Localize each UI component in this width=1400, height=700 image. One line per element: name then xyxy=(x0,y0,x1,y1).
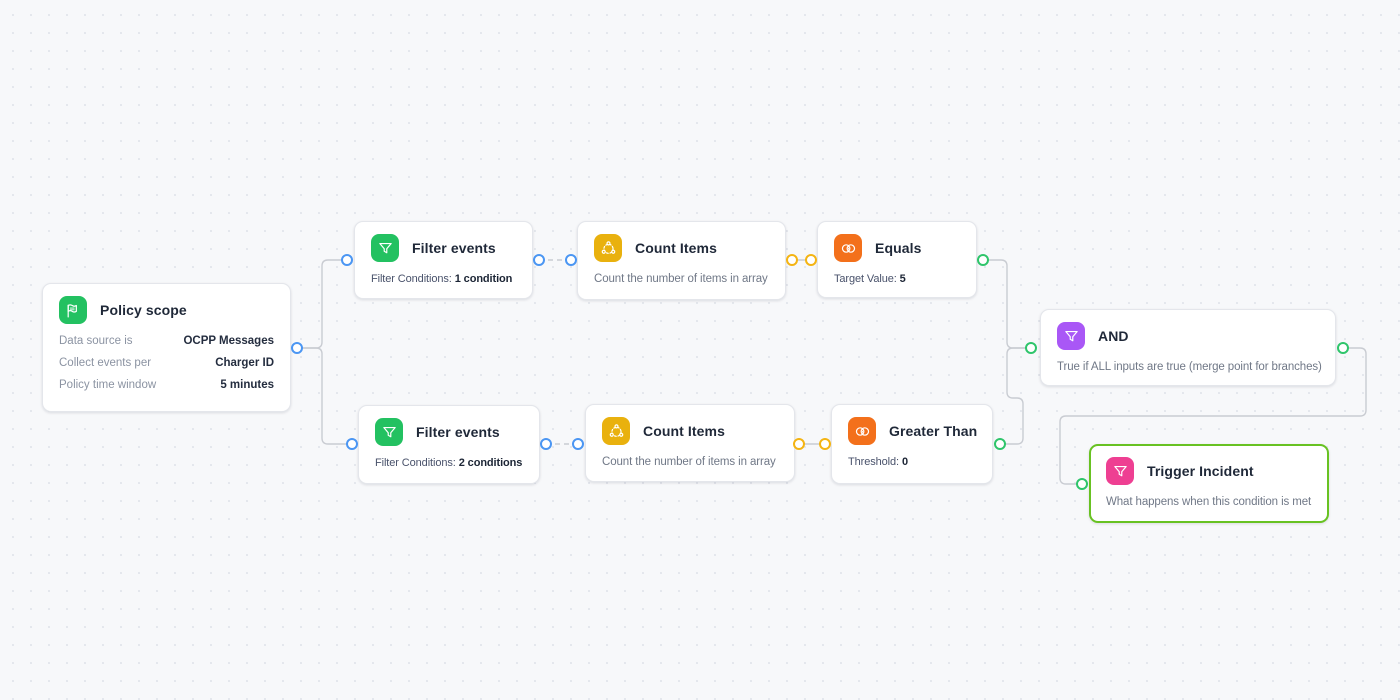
and-target-handle[interactable] xyxy=(1025,342,1037,354)
policy-scope-source-handle[interactable] xyxy=(291,342,303,354)
node-header: Count Items xyxy=(594,234,769,262)
count-items-bottom-target-handle[interactable] xyxy=(572,438,584,450)
description-text: True if ALL inputs are true (merge point… xyxy=(1057,361,1322,373)
description-text: Count the number of items in array xyxy=(602,456,776,468)
config-label: Policy time window xyxy=(59,379,157,391)
venn-icon xyxy=(834,234,862,262)
config-value: 5 minutes xyxy=(220,379,274,391)
node-header: Filter events xyxy=(375,418,523,446)
node-and[interactable]: AND True if ALL inputs are true (merge po… xyxy=(1040,309,1336,386)
node-description: Filter Conditions: 2 conditions xyxy=(375,457,523,469)
count-icon xyxy=(594,234,622,262)
config-value: Charger ID xyxy=(215,357,274,369)
description-value: 5 xyxy=(899,273,906,285)
config-label: Data source is xyxy=(59,335,133,347)
trigger-incident-target-handle[interactable] xyxy=(1076,478,1088,490)
equals-source-handle[interactable] xyxy=(977,254,989,266)
filter-events-bottom-target-handle[interactable] xyxy=(346,438,358,450)
config-row: Collect events per Charger ID xyxy=(59,357,274,370)
node-description: Threshold: 0 xyxy=(848,456,976,468)
node-title: Greater Than xyxy=(889,423,978,439)
node-description: What happens when this condition is met xyxy=(1106,496,1312,508)
filter-events-bottom-source-handle[interactable] xyxy=(540,438,552,450)
count-items-top-source-handle[interactable] xyxy=(786,254,798,266)
config-row: Data source is OCPP Messages xyxy=(59,335,274,348)
description-text: Count the number of items in array xyxy=(594,273,768,285)
node-description: True if ALL inputs are true (merge point… xyxy=(1057,361,1322,373)
filter-events-top-target-handle[interactable] xyxy=(341,254,353,266)
node-header: Count Items xyxy=(602,417,778,445)
venn-icon xyxy=(848,417,876,445)
description-text: Filter Conditions: xyxy=(371,273,455,285)
description-text: Threshold: xyxy=(848,456,902,468)
node-title: AND xyxy=(1098,328,1129,344)
node-header: Greater Than xyxy=(848,417,978,445)
node-description: Filter Conditions: 1 condition xyxy=(371,273,516,285)
node-header: Filter events xyxy=(371,234,516,262)
filter-icon xyxy=(375,418,403,446)
node-description: Count the number of items in array xyxy=(594,273,769,285)
filter-events-top-source-handle[interactable] xyxy=(533,254,545,266)
node-header: AND xyxy=(1057,322,1319,350)
count-icon xyxy=(602,417,630,445)
description-value: 2 conditions xyxy=(458,457,523,469)
count-items-top-target-handle[interactable] xyxy=(565,254,577,266)
node-title: Count Items xyxy=(635,240,717,256)
edge-policy-to-filter-bottom xyxy=(297,347,352,445)
node-header: Trigger Incident xyxy=(1106,457,1312,485)
description-text: Target Value: xyxy=(834,273,900,285)
node-title: Filter events xyxy=(416,424,500,440)
description-text: What happens when this condition is met xyxy=(1106,496,1312,508)
greater-than-target-handle[interactable] xyxy=(819,438,831,450)
node-description: Count the number of items in array xyxy=(602,456,778,468)
filter-icon xyxy=(371,234,399,262)
node-header: Policy scope xyxy=(59,296,274,324)
edge-greater-than-to-and xyxy=(1000,347,1031,445)
node-title: Count Items xyxy=(643,423,725,439)
config-label: Collect events per xyxy=(59,357,152,369)
count-items-bottom-source-handle[interactable] xyxy=(793,438,805,450)
node-title: Policy scope xyxy=(100,302,187,318)
and-source-handle[interactable] xyxy=(1337,342,1349,354)
description-value: 1 condition xyxy=(454,273,513,285)
flag-icon xyxy=(59,296,87,324)
edge-equals-to-and xyxy=(983,259,1031,349)
filter-icon xyxy=(1106,457,1134,485)
equals-target-handle[interactable] xyxy=(805,254,817,266)
node-description: Target Value: 5 xyxy=(834,273,960,285)
description-value: 0 xyxy=(901,456,908,468)
greater-than-source-handle[interactable] xyxy=(994,438,1006,450)
node-title: Filter events xyxy=(412,240,496,256)
edge-and-to-trigger xyxy=(1059,347,1367,485)
config-value: OCPP Messages xyxy=(183,335,274,347)
filter-icon xyxy=(1057,322,1085,350)
node-title: Trigger Incident xyxy=(1147,463,1254,479)
description-text: Filter Conditions: xyxy=(375,457,459,469)
node-title: Equals xyxy=(875,240,922,256)
node-header: Equals xyxy=(834,234,960,262)
config-row: Policy time window 5 minutes xyxy=(59,379,274,392)
edge-policy-to-filter-top xyxy=(297,259,347,349)
